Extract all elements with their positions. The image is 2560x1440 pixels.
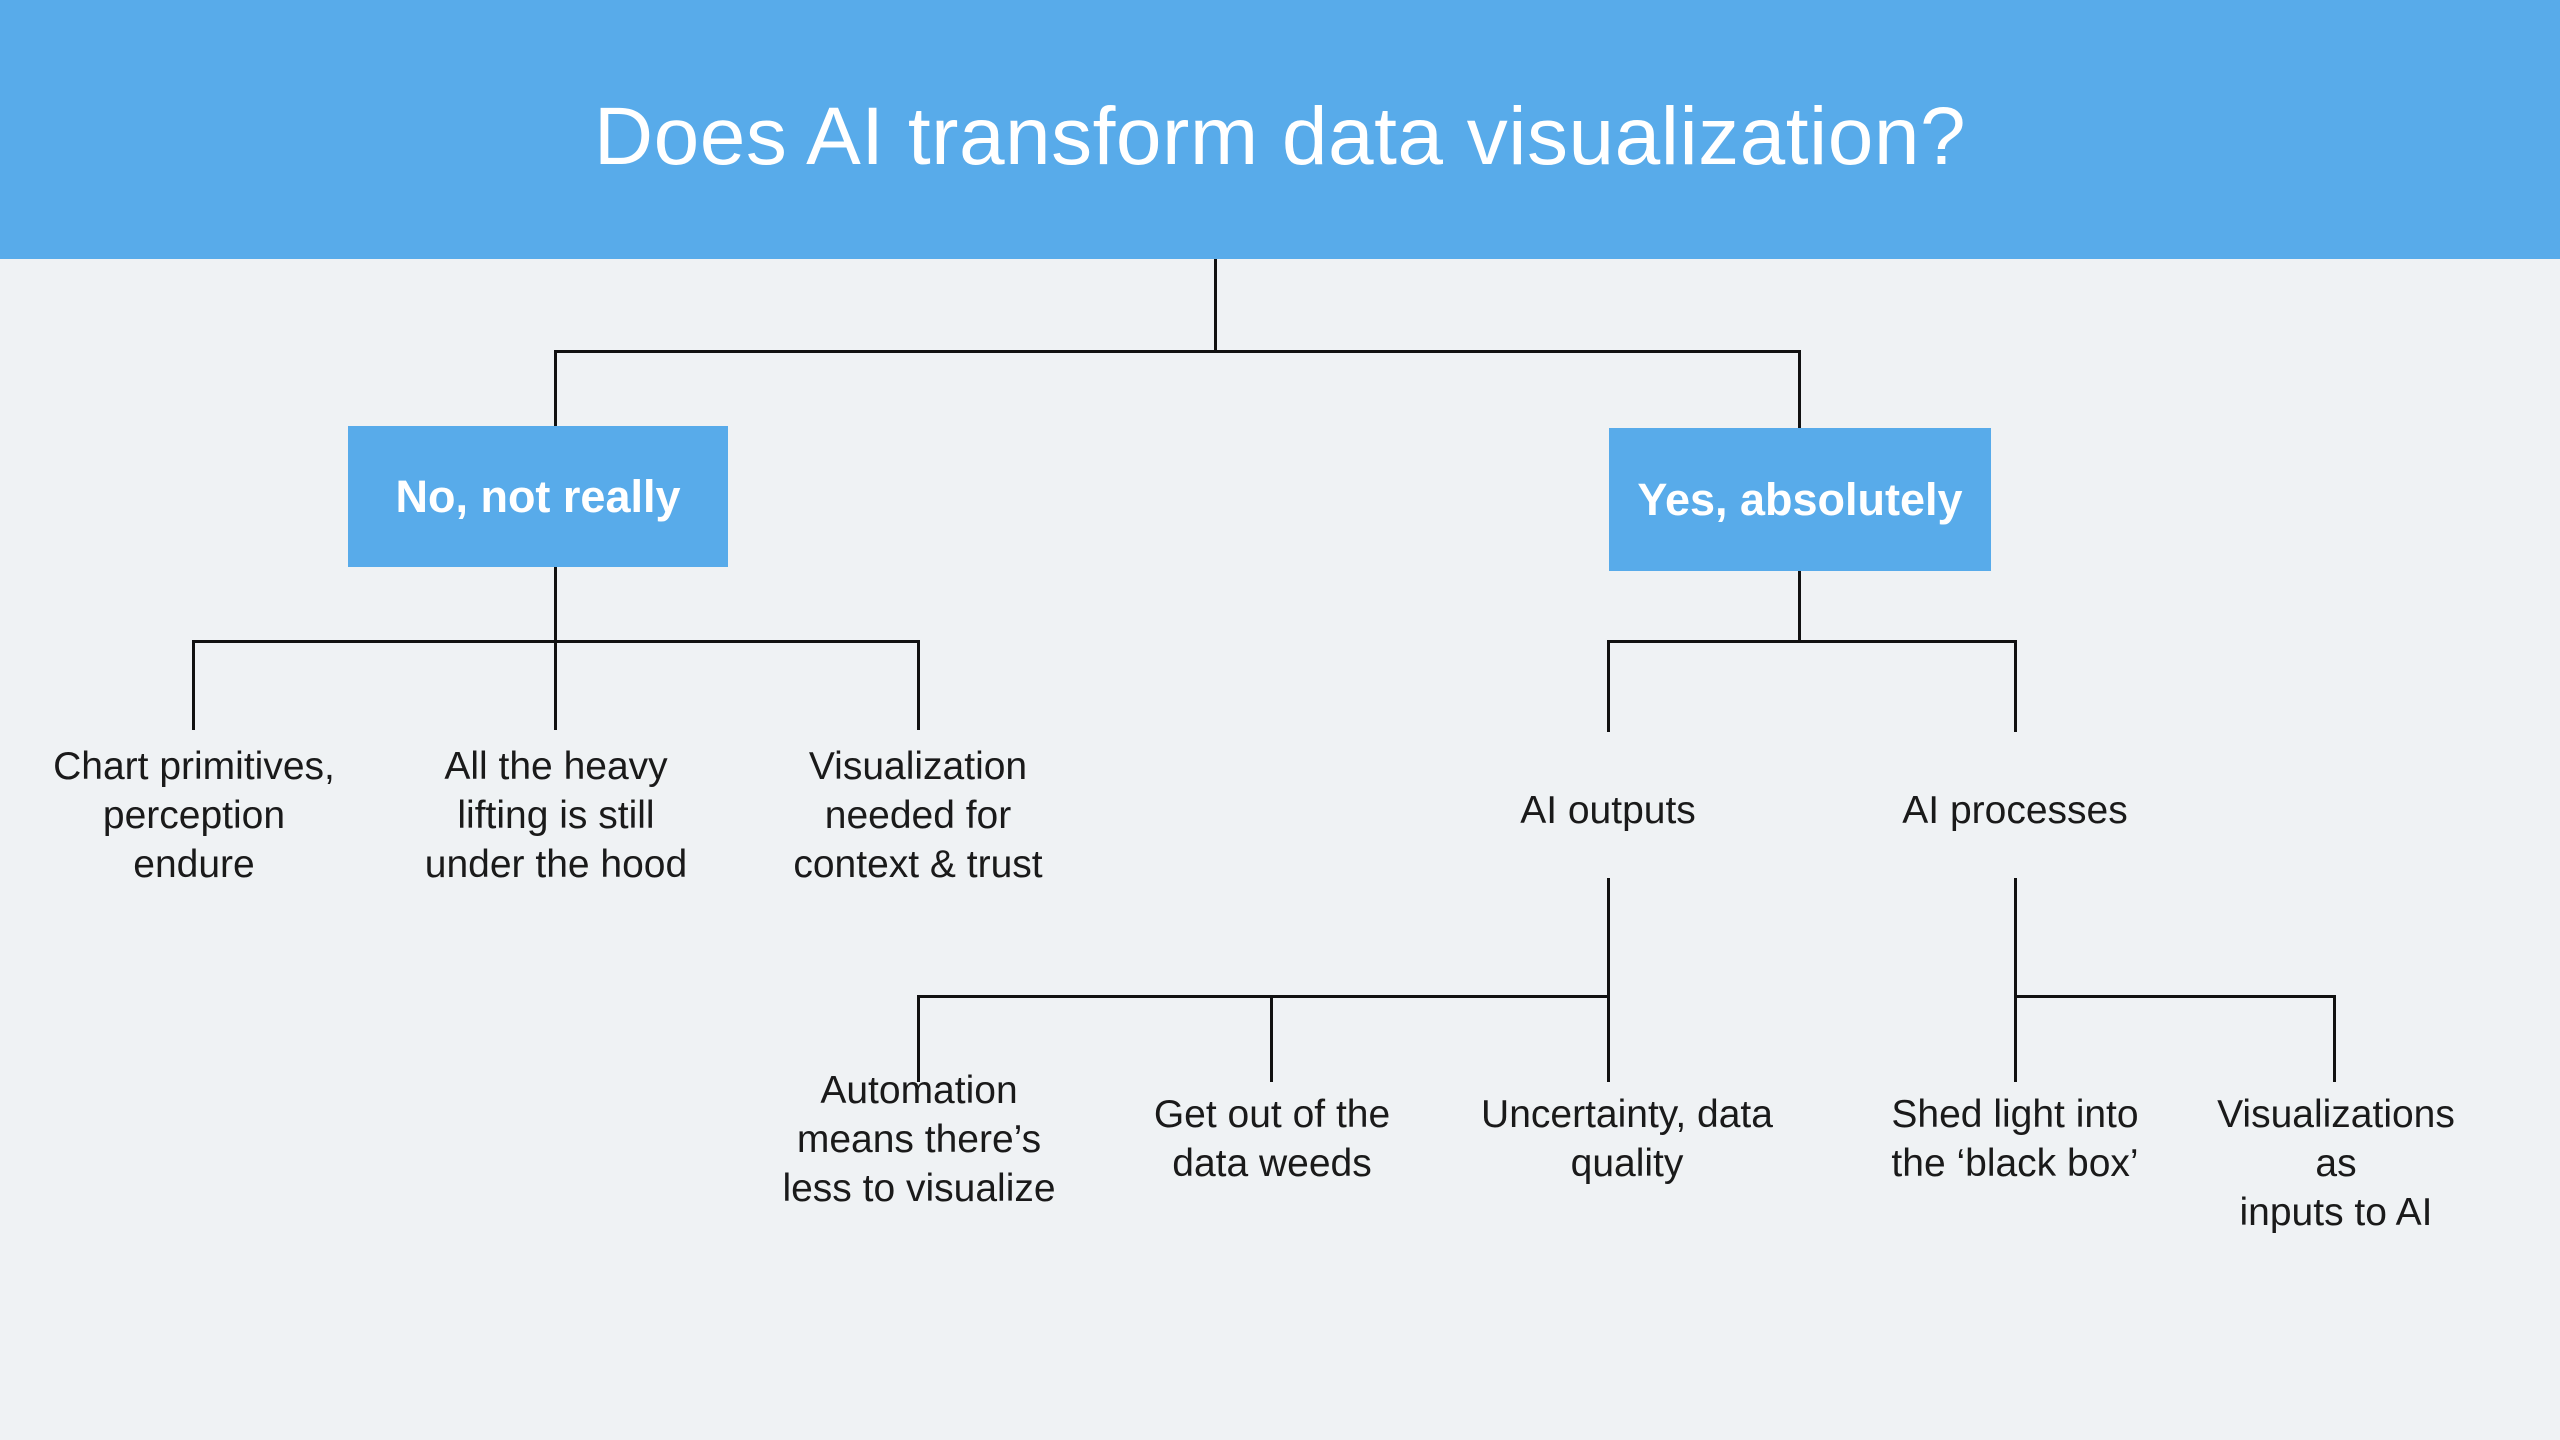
connector-yes-stem <box>1798 571 1801 642</box>
connector-ai-outputs-tick-1 <box>917 995 920 1082</box>
leaf-viz-inputs: Visualizations as inputs to AI <box>2217 1093 2455 1234</box>
leaf-chart-primitives: Chart primitives, perception endure <box>53 745 335 886</box>
connector-no-tick-2 <box>554 640 557 730</box>
connector-root-stem <box>1214 259 1217 352</box>
node-no-label: No, not really <box>395 470 681 522</box>
header-banner: Does AI transform data visualization? <box>0 0 2560 259</box>
connector-yes-tick-processes <box>2014 640 2017 732</box>
leaf-automation: Automation means there’s less to visuali… <box>782 1069 1056 1210</box>
leaf-context-trust: Visualization needed for context & trust <box>793 745 1043 886</box>
connector-no-tick-1 <box>192 640 195 730</box>
node-no-not-really: No, not really <box>348 426 728 567</box>
connector-ai-outputs-tick-2 <box>1270 995 1273 1082</box>
connector-ai-outputs-tick-3 <box>1607 995 1610 1082</box>
connector-ai-outputs-stem <box>1607 878 1610 997</box>
leaf-black-box: Shed light into the ‘black box’ <box>1891 1093 2139 1185</box>
connector-ai-processes-crossbar <box>2014 995 2336 998</box>
leaf-heavy-lifting: All the heavy lifting is still under the… <box>424 745 688 886</box>
node-yes-absolutely: Yes, absolutely <box>1609 428 1991 571</box>
connector-no-stem <box>554 567 557 642</box>
node-ai-processes: AI processes <box>1902 789 2128 832</box>
connector-yes-crossbar <box>1607 640 2017 643</box>
connector-root-to-yes <box>1798 350 1801 430</box>
node-ai-outputs: AI outputs <box>1520 789 1696 832</box>
leaf-data-weeds: Get out of the data weeds <box>1153 1093 1391 1185</box>
page-title: Does AI transform data visualization? <box>593 90 1967 182</box>
leaf-uncertainty: Uncertainty, data quality <box>1481 1093 1773 1185</box>
connector-root-crossbar <box>554 350 1801 353</box>
connector-root-to-no <box>554 350 557 428</box>
connector-ai-processes-stem <box>2014 878 2017 997</box>
connector-ai-processes-tick-1 <box>2014 995 2017 1082</box>
connector-no-tick-3 <box>917 640 920 730</box>
connector-ai-processes-tick-2 <box>2333 995 2336 1082</box>
connector-ai-outputs-crossbar <box>917 995 1610 998</box>
connector-yes-tick-outputs <box>1607 640 1610 732</box>
node-yes-label: Yes, absolutely <box>1637 473 1963 525</box>
